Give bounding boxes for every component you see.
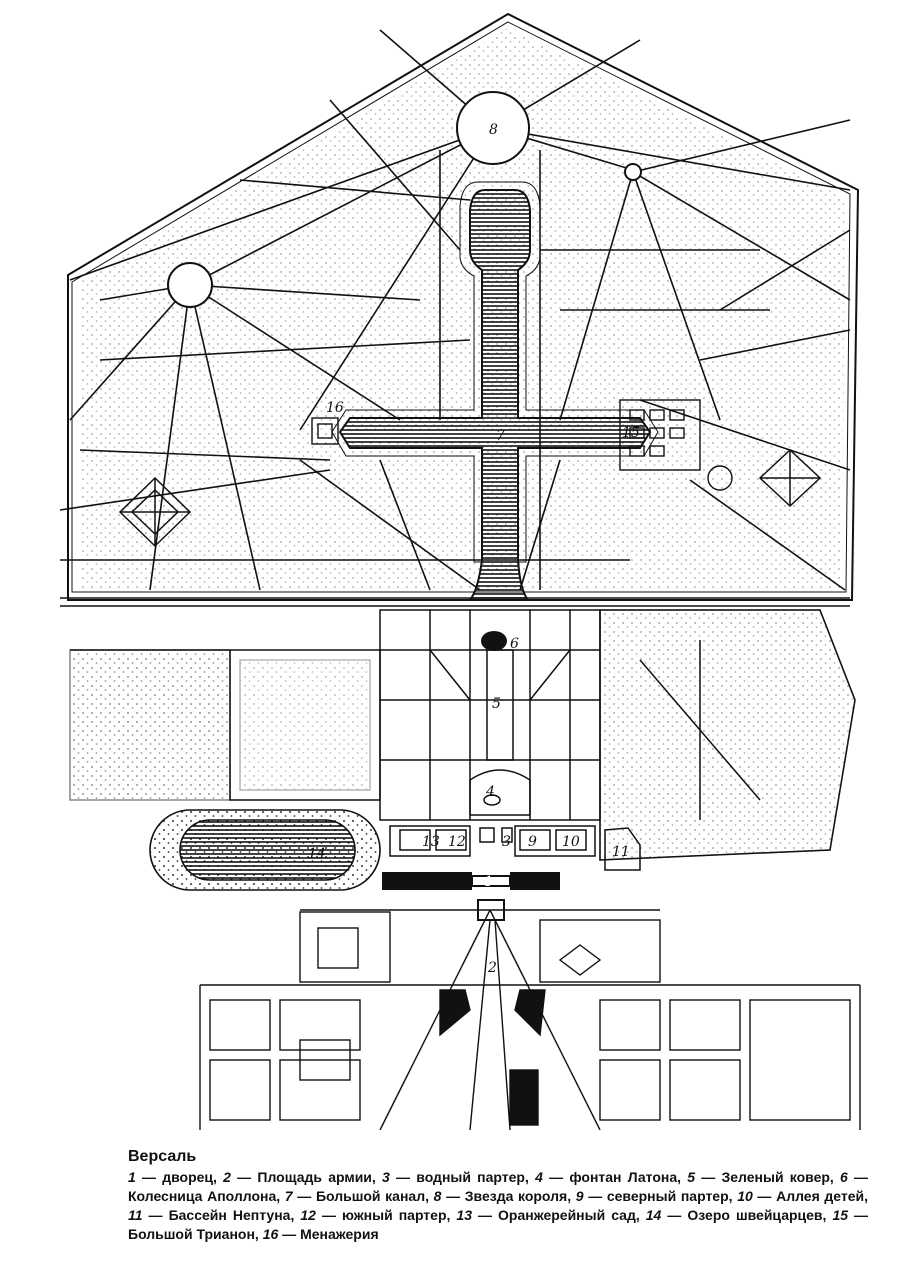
- apollo-basin: [481, 631, 507, 651]
- neptune-basin: [604, 827, 641, 871]
- legend-label: Менажерия: [300, 1226, 379, 1242]
- versailles-plan: 8 7 16 15 6 5 4 13 12 3 9 10 11 14 1 2: [59, 12, 861, 1130]
- wooded-areas: [80, 28, 845, 588]
- caption-legend: 1 — дворец, 2 — Площадь армии, 3 — водны…: [128, 1168, 868, 1244]
- legend-item: 9 — северный партер,: [575, 1188, 738, 1204]
- ne-bosquet: [758, 448, 822, 508]
- label-4: 4: [485, 784, 495, 800]
- legend-item: 1 — дворец,: [128, 1169, 224, 1185]
- legend-item: 14 — Озеро швейцарцев,: [645, 1207, 833, 1223]
- legend-number: 3: [382, 1169, 390, 1185]
- etoile-royale: [456, 91, 530, 165]
- legend-label: Аллея детей: [776, 1188, 865, 1204]
- legend-number: 5: [687, 1169, 696, 1185]
- legend-item: 7 — Большой канал,: [284, 1188, 434, 1204]
- legend-number: 2: [223, 1169, 231, 1185]
- grand-trianon: [619, 399, 733, 491]
- label-6: 6: [510, 636, 519, 652]
- legend-number: 10: [737, 1188, 753, 1204]
- label-8: 8: [489, 122, 498, 138]
- legend-label: Большой канал: [315, 1188, 426, 1204]
- legend-label: Зеленый ковер: [721, 1169, 830, 1185]
- legend-label: Звезда короля: [464, 1188, 568, 1204]
- legend-label: фонтан Латона: [569, 1169, 678, 1185]
- legend-item: 11 — Бассейн Нептуна,: [128, 1207, 301, 1223]
- park-boundary: [67, 12, 860, 601]
- south-gardens: [69, 609, 856, 861]
- legend-number: 7: [284, 1188, 293, 1204]
- caption-title: Версаль: [128, 1148, 197, 1165]
- label-15: 15: [622, 425, 640, 441]
- palace-parterres: [389, 825, 596, 857]
- menagerie: [311, 417, 339, 445]
- west-bosquet: [118, 476, 192, 548]
- label-1: 1: [484, 874, 493, 890]
- grand-canal: [331, 181, 659, 601]
- label-14: 14: [308, 846, 326, 862]
- label-11: 11: [612, 844, 630, 860]
- palace: [382, 872, 560, 890]
- legend-number: 13: [456, 1207, 472, 1223]
- label-16: 16: [326, 400, 344, 416]
- legend-item: 5 — Зеленый ковер,: [687, 1169, 841, 1185]
- label-2: 2: [487, 960, 497, 976]
- legend-item: 2 — Площадь армии,: [223, 1169, 383, 1185]
- legend-number: 16: [262, 1226, 279, 1242]
- legend-label: водный партер: [416, 1169, 525, 1185]
- label-13: 13: [422, 834, 440, 850]
- west-star: [167, 163, 642, 308]
- legend-number: 6: [840, 1169, 848, 1185]
- legend-item: 16 — Менажерия: [262, 1226, 379, 1242]
- legend-number: 8: [433, 1188, 442, 1204]
- legend-label: Бассейн Нептуна: [168, 1207, 291, 1223]
- legend-label: Площадь армии: [257, 1169, 372, 1185]
- legend-item: 10 — Аллея детей,: [737, 1188, 869, 1204]
- legend-label: Большой Трианон: [128, 1226, 255, 1242]
- cross-road: [60, 597, 850, 607]
- swiss-lake: [149, 809, 381, 891]
- legend-label: Озеро швейцарцев: [687, 1207, 823, 1223]
- legend-number: 9: [575, 1188, 584, 1204]
- legend-number: 14: [645, 1207, 662, 1223]
- map-labels: 8 7 16 15 6 5 4 13 12 3 9 10 11 14 1 2: [308, 122, 640, 976]
- legend-item: 3 — водный партер,: [382, 1169, 536, 1185]
- legend-item: 4 — фонтан Латона,: [535, 1169, 688, 1185]
- legend-item: 8 — Звезда короля,: [433, 1188, 576, 1204]
- legend-number: 12: [300, 1207, 316, 1223]
- label-9: 9: [528, 834, 537, 850]
- label-10: 10: [562, 834, 580, 850]
- town: [199, 899, 861, 1130]
- legend-label: южный партер: [341, 1207, 447, 1223]
- legend-label: северный партер: [606, 1188, 729, 1204]
- legend-number: 1: [128, 1169, 136, 1185]
- legend-number: 11: [128, 1207, 143, 1223]
- legend-item: 6 — Колесница Аполлона,: [128, 1169, 869, 1204]
- legend-label: дворец: [162, 1169, 214, 1185]
- legend-label: Колесница Аполлона: [128, 1188, 277, 1204]
- label-5: 5: [492, 696, 501, 712]
- label-12: 12: [448, 834, 466, 850]
- legend-item: 13 — Оранжерейный сад,: [456, 1207, 646, 1223]
- label-7: 7: [496, 428, 505, 444]
- legend-item: 12 — южный партер,: [300, 1207, 457, 1223]
- allees-network: [59, 29, 851, 591]
- caption: Версаль 1 — дворец, 2 — Площадь армии, 3…: [128, 1148, 868, 1244]
- legend-number: 4: [535, 1169, 543, 1185]
- label-3: 3: [502, 834, 511, 850]
- legend-item: 15 — Большой Трианон,: [128, 1207, 869, 1242]
- legend-number: 15: [832, 1207, 849, 1223]
- legend-label: Оранжерейный сад: [498, 1207, 636, 1223]
